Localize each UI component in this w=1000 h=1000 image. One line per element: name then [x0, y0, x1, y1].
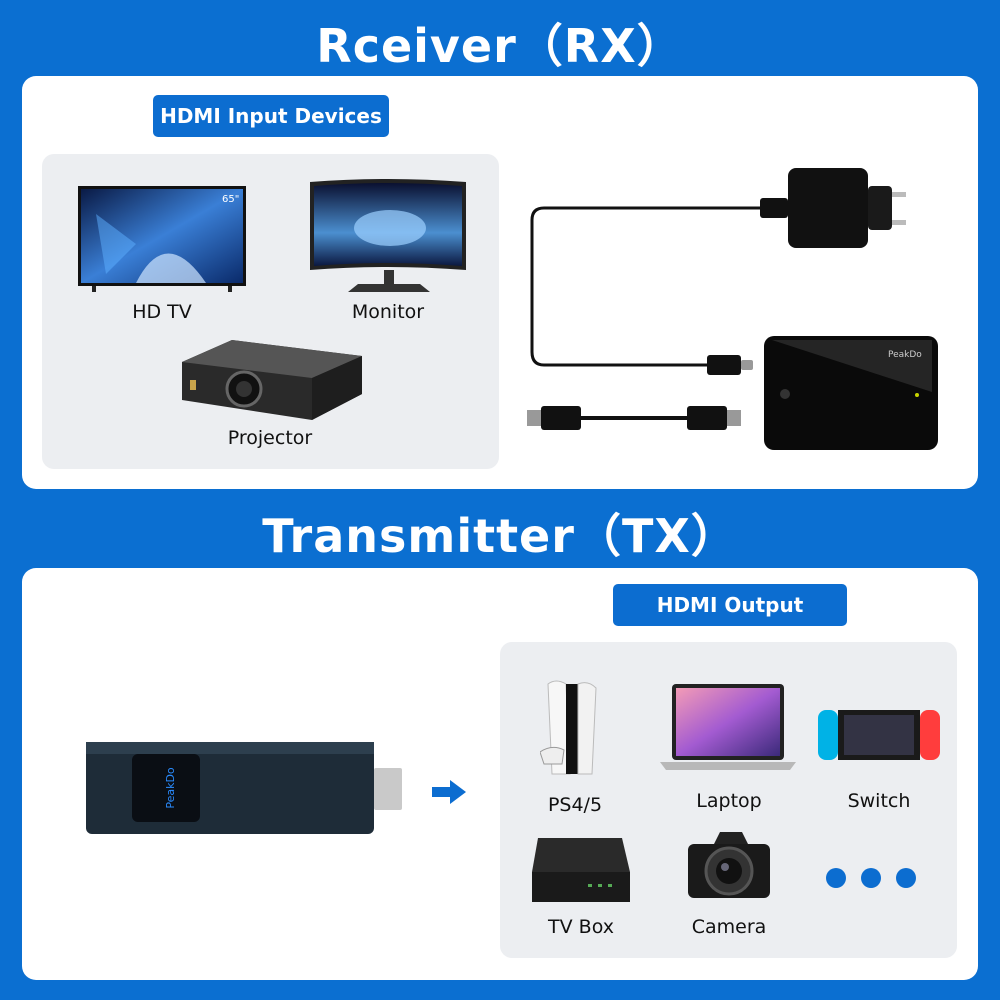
device-label-projector: Projector: [227, 427, 313, 449]
transmitter-title: Transmitter（TX）: [262, 509, 738, 563]
ps5-icon: [540, 680, 597, 775]
tv-icon: 65": [78, 186, 246, 292]
receiver-title: Rceiver（RX）: [316, 19, 684, 73]
transmitter-panel: PeakDo HDMI Output Devices PS4/5: [22, 568, 978, 980]
output-devices-panel: PS4/5 Laptop Switch: [500, 642, 957, 958]
device-label-ps: PS4/5: [547, 794, 603, 816]
laptop-icon: [660, 684, 796, 770]
input-devices-panel: 65" HD TV Monitor: [42, 154, 499, 469]
transmitter-brand-logo: PeakDo: [164, 767, 177, 809]
projector-icon: [182, 340, 362, 420]
receiver-brand-logo: PeakDo: [888, 350, 922, 360]
monitor-icon: [310, 179, 466, 292]
transmitter-dongle-illustration: PeakDo: [86, 742, 402, 834]
tv-size-label: 65": [222, 194, 239, 205]
receiver-panel: HDMI Input Devices 65" HD TV: [22, 76, 978, 489]
device-label-hdtv: HD TV: [132, 301, 192, 323]
arrow-right-icon: [432, 780, 466, 804]
device-label-camera: Camera: [691, 916, 767, 938]
device-label-tv-box: TV Box: [548, 916, 614, 938]
device-label-laptop: Laptop: [696, 790, 762, 812]
switch-icon: [818, 710, 940, 760]
camera-icon: [688, 832, 770, 898]
device-label-monitor: Monitor: [351, 301, 425, 323]
device-label-switch: Switch: [847, 790, 911, 812]
hdmi-output-devices-tag: HDMI Output Devices: [613, 584, 847, 659]
tv-box-icon: [532, 838, 630, 902]
hdmi-input-devices-tag: HDMI Input Devices: [153, 95, 389, 137]
receiver-kit-illustration: PeakDo: [527, 168, 938, 450]
ellipsis-icon: [826, 868, 918, 888]
